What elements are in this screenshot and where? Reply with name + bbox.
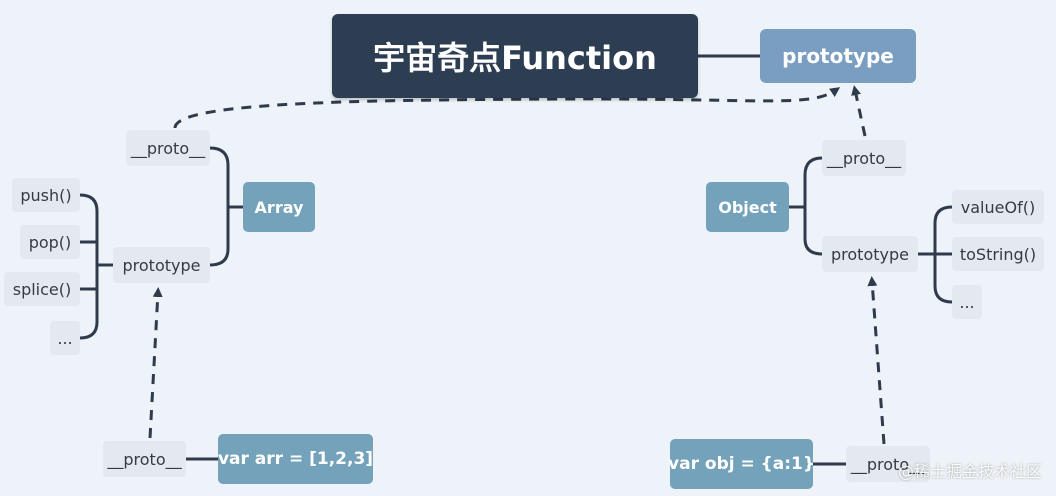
object-method-more[interactable]: ... <box>952 285 982 319</box>
function-prototype-node[interactable]: prototype <box>760 29 916 83</box>
array-method-push[interactable]: push() <box>12 178 80 212</box>
arr-proto-node[interactable]: __proto__ <box>103 441 186 477</box>
array-node[interactable]: Array <box>243 182 315 232</box>
array-method-pop[interactable]: pop() <box>20 225 80 259</box>
obj-instance-node[interactable]: var obj = {a:1} <box>668 439 815 489</box>
object-prototype-node[interactable]: prototype <box>822 236 918 272</box>
function-node[interactable]: 宇宙奇点Function <box>332 14 698 98</box>
array-proto-node[interactable]: __proto__ <box>126 130 210 166</box>
object-node[interactable]: Object <box>706 182 789 232</box>
array-method-more[interactable]: ... <box>50 321 80 355</box>
array-method-splice[interactable]: splice() <box>4 272 80 306</box>
watermark-text: @稀土掘金技术社区 <box>897 462 1042 481</box>
obj-proto-node[interactable]: __proto__ <box>846 446 930 482</box>
object-proto-node[interactable]: __proto__ <box>822 140 906 176</box>
object-method-valueof[interactable]: valueOf() <box>952 190 1044 224</box>
arr-instance-node[interactable]: var arr = [1,2,3] <box>218 434 373 484</box>
array-prototype-node[interactable]: prototype <box>113 247 210 283</box>
object-method-tostring[interactable]: toString() <box>952 237 1044 271</box>
